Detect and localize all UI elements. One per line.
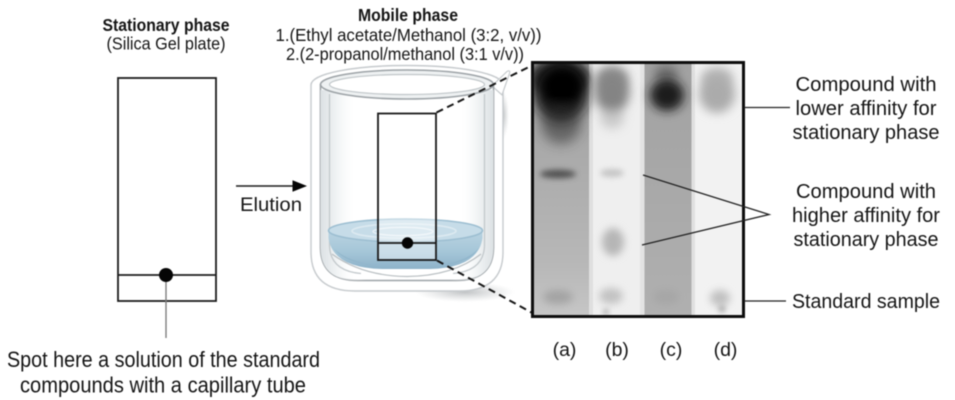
svg-text:2.(2-propanol/methanol (3:1 v/: 2.(2-propanol/methanol (3:1 v/v)) — [286, 44, 524, 64]
svg-text:1.(Ethyl acetate/Methanol (3:2: 1.(Ethyl acetate/Methanol (3:2, v/v)) — [276, 25, 542, 45]
svg-text:(d): (d) — [714, 339, 738, 361]
svg-text:Compound with: Compound with — [796, 74, 937, 96]
svg-text:Mobile phase: Mobile phase — [358, 5, 458, 25]
svg-text:higher affinity for: higher affinity for — [792, 205, 940, 227]
svg-text:stationary phase: stationary phase — [794, 229, 939, 251]
svg-text:lower affinity for: lower affinity for — [796, 98, 937, 120]
svg-text:(c): (c) — [660, 339, 683, 361]
svg-text:stationary phase: stationary phase — [793, 122, 940, 144]
svg-text:Elution: Elution — [240, 195, 302, 216]
svg-text:Compound with: Compound with — [796, 181, 936, 203]
svg-text:(a): (a) — [553, 339, 577, 361]
svg-text:Stationary phase: Stationary phase — [103, 15, 230, 35]
svg-text:Spot here a solution of the st: Spot here a solution of the standard — [7, 347, 320, 372]
svg-text:Standard sample: Standard sample — [792, 291, 940, 313]
svg-text:compounds with a capillary tub: compounds with a capillary tube — [20, 373, 306, 398]
svg-text:(Silica Gel plate): (Silica Gel plate) — [107, 34, 226, 54]
svg-text:(b): (b) — [605, 339, 629, 361]
